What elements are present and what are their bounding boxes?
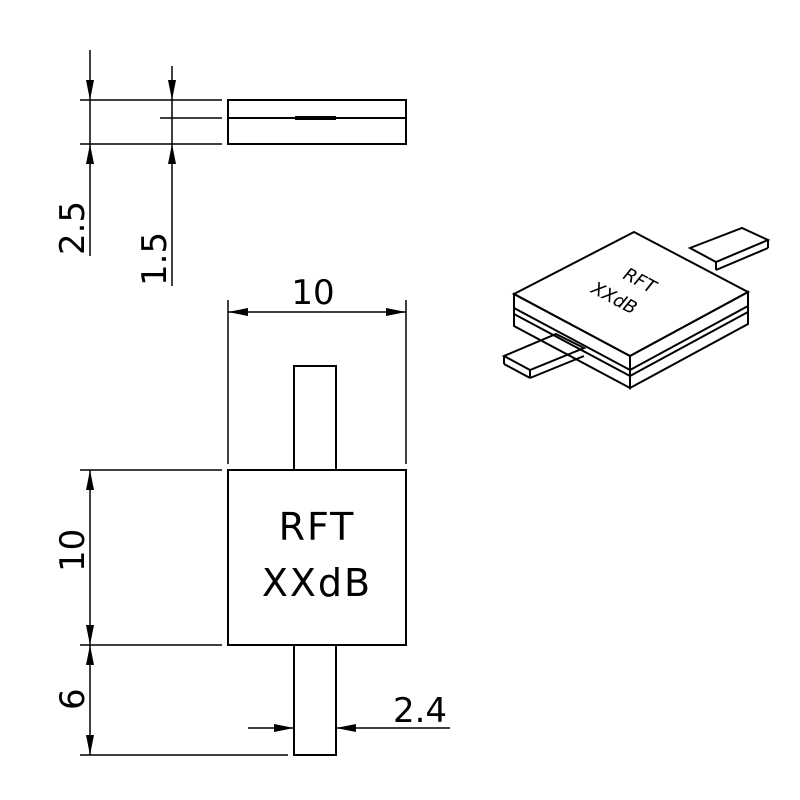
arrowhead bbox=[86, 625, 94, 645]
top-view: RFT XXdB bbox=[227, 365, 407, 756]
dimension-label-6: 6 bbox=[53, 688, 93, 710]
dimension-body-width: 10 bbox=[227, 273, 407, 464]
side-view-outline bbox=[227, 99, 407, 145]
bottom-tab bbox=[293, 644, 337, 756]
top-tab bbox=[293, 365, 337, 471]
dimension-body-thickness: 1.5 bbox=[135, 66, 222, 286]
dimension-label-1-5: 1.5 bbox=[135, 232, 175, 286]
body-outline bbox=[227, 469, 407, 646]
arrowhead bbox=[168, 144, 176, 164]
iso-layer-line bbox=[629, 311, 749, 377]
dimension-label-width-10: 10 bbox=[291, 273, 334, 313]
iso-front-tab-edge bbox=[503, 363, 531, 379]
arrowhead bbox=[86, 735, 94, 755]
iso-layer-line bbox=[513, 313, 631, 377]
side-view bbox=[227, 99, 407, 145]
arrowhead bbox=[86, 645, 94, 665]
dimension-tab-length: 6 bbox=[53, 645, 288, 756]
arrowhead bbox=[274, 724, 294, 732]
iso-body-right bbox=[629, 290, 749, 390]
arrowhead bbox=[168, 80, 176, 100]
isometric-view: RFT XXdB bbox=[501, 226, 771, 390]
arrowhead bbox=[336, 724, 356, 732]
dimension-label-2-5: 2.5 bbox=[53, 201, 93, 255]
dimension-body-height: 10 bbox=[53, 469, 222, 646]
marking-line-1: RFT bbox=[279, 505, 356, 549]
arrowhead bbox=[86, 144, 94, 164]
dimension-label-height-10: 10 bbox=[53, 529, 93, 572]
arrowhead bbox=[228, 308, 248, 316]
dimension-flange-thickness: 2.5 bbox=[53, 50, 222, 256]
arrowhead bbox=[386, 308, 406, 316]
marking-line-2: XXdB bbox=[262, 561, 372, 605]
dimension-tab-width: 2.4 bbox=[248, 691, 450, 732]
iso-front-tab bbox=[501, 332, 587, 372]
iso-layer-line bbox=[629, 305, 749, 371]
iso-back-tab-edge bbox=[715, 247, 769, 271]
iso-layer-line bbox=[513, 307, 631, 371]
arrowhead bbox=[86, 470, 94, 490]
dimension-label-2-4: 2.4 bbox=[393, 691, 447, 731]
iso-back-tab bbox=[687, 226, 771, 264]
arrowhead bbox=[86, 80, 94, 100]
